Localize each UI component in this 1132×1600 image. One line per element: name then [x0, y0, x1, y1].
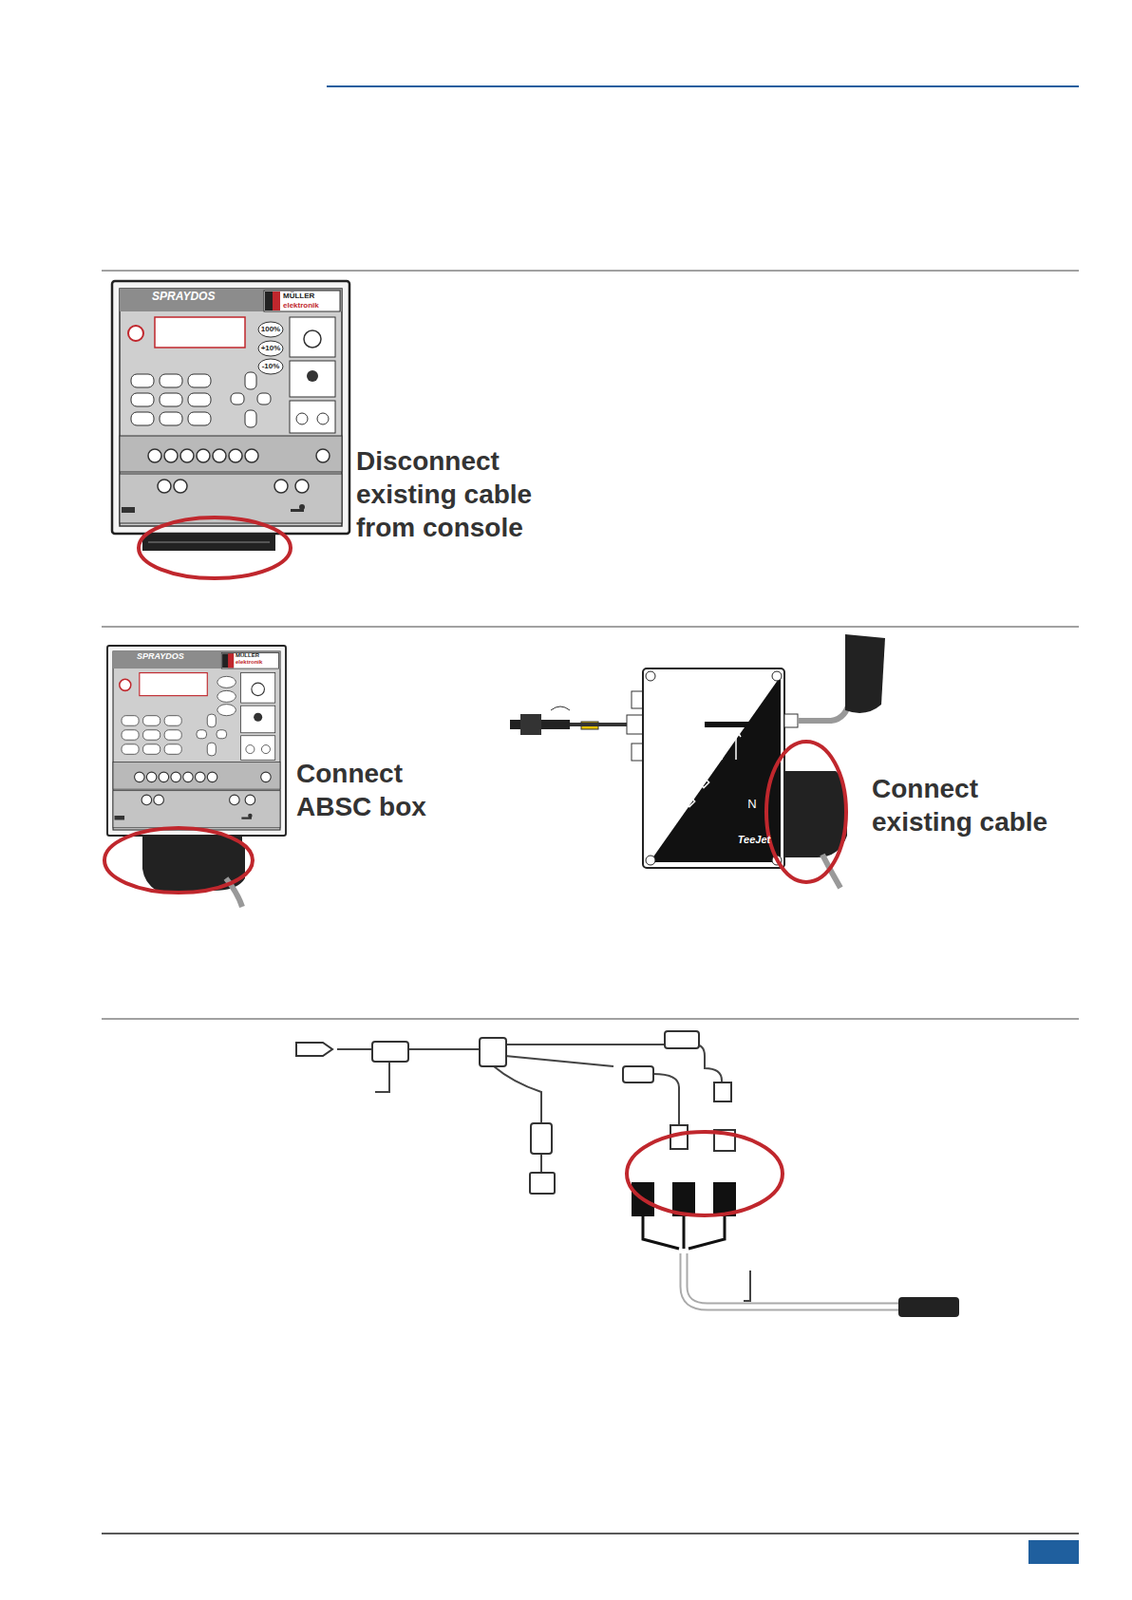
brand-name: TeeJet	[737, 833, 771, 847]
maker-name: MÜLLER	[235, 652, 260, 660]
instruction-text: Connect ABSC box	[296, 756, 439, 824]
key-label: -10%	[262, 361, 281, 371]
maker-name: elektronik	[283, 301, 320, 310]
box-mark: N	[747, 797, 756, 812]
key-label: +10%	[261, 343, 282, 353]
instruction-text: Connect existing cable	[871, 772, 1081, 839]
maker-name: elektronik	[235, 659, 263, 666]
key-label: 100%	[261, 324, 281, 334]
instruction-text: Disconnect existing cable from console	[356, 444, 561, 545]
maker-name: MÜLLER	[283, 291, 315, 301]
brand-name: SPRAYDOS	[136, 651, 185, 661]
brand-name: SPRAYDOS	[151, 290, 215, 304]
